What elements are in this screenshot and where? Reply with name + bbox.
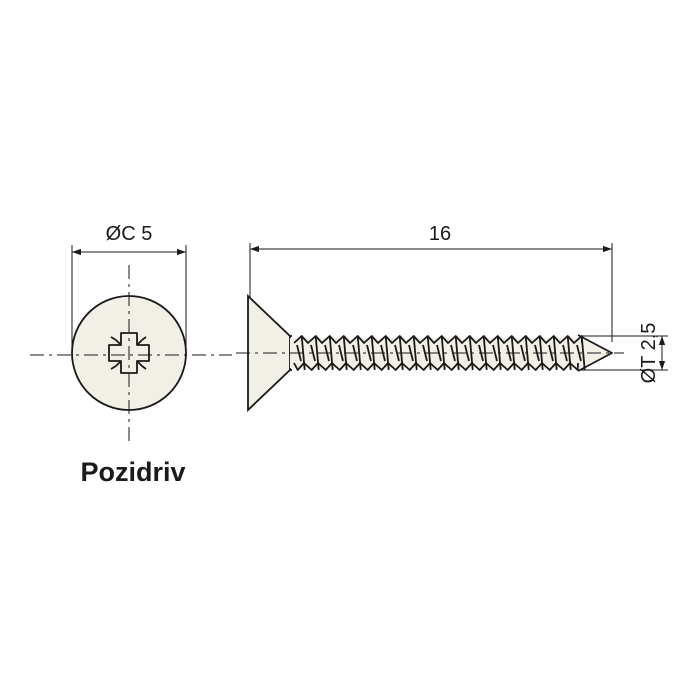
head-diameter-label: ØC 5 — [106, 223, 153, 245]
pozidriv-ticks — [110, 336, 147, 370]
screw-side-view: 16 ØT 2,5 — [236, 223, 668, 413]
length-label: 16 — [429, 223, 451, 245]
thread-crest-bottom — [293, 362, 579, 371]
thread-diameter-label: ØT 2,5 — [638, 323, 660, 384]
drive-type-label: Pozidriv — [80, 457, 185, 487]
screw-tip — [577, 334, 613, 372]
screw-head-end-view: ØC 5 Pozidriv — [30, 223, 232, 487]
shank-outline — [290, 335, 292, 371]
